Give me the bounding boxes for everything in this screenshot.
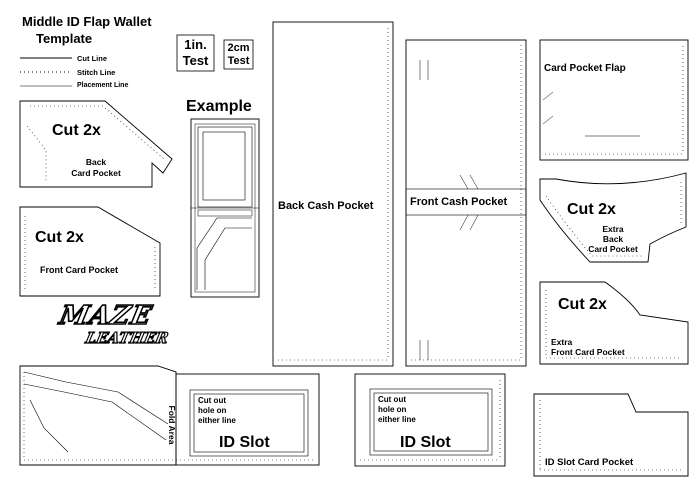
- id-slot-2-label: ID Slot: [400, 434, 451, 451]
- cm-test-line2: Test: [227, 55, 250, 67]
- back-card-line1: Back: [85, 157, 107, 167]
- id-slot-1-note: Cut out hole on either line: [198, 396, 236, 426]
- inch-test-line1: 1in.: [184, 37, 207, 52]
- front-cash-pocket-piece: [405, 39, 527, 367]
- back-card-line2: Card Pocket: [71, 168, 121, 178]
- card-pocket-flap-piece: [539, 39, 689, 161]
- cm-test-line1: 2cm: [227, 42, 250, 54]
- legend-cut-label: Cut Line: [77, 54, 107, 63]
- back-card-label: Back Card Pocket: [60, 157, 132, 179]
- id-slot-2-note3: either line: [378, 415, 416, 424]
- id-slot-card-pocket-piece: [533, 393, 689, 477]
- front-card-pocket-piece: [19, 206, 161, 297]
- id-slot-1-note2: hole on: [198, 406, 227, 415]
- cm-test-label: 2cm Test: [225, 42, 252, 68]
- id-slot-2-note1: Cut out: [378, 395, 406, 404]
- logo-top-text: MAZE: [56, 300, 156, 332]
- extra-back-line1: Extra: [602, 224, 624, 234]
- logo-bottom-text: LEATHER: [83, 328, 170, 347]
- inch-test-line2: Test: [182, 53, 209, 68]
- extra-back-line2: Back: [602, 234, 624, 244]
- extra-front-card-pocket-piece: [539, 281, 689, 365]
- example-label: Example: [186, 98, 252, 115]
- extra-back-label: Extra Back Card Pocket: [578, 224, 648, 254]
- card-flap-label: Card Pocket Flap: [544, 63, 626, 74]
- extra-back-line3: Card Pocket: [588, 244, 638, 254]
- title-line-2: Template: [36, 31, 93, 46]
- maze-leather-logo: MAZE LEATHER: [56, 300, 172, 356]
- id-slot-1-note3: either line: [198, 416, 236, 425]
- id-slot-1-note1: Cut out: [198, 396, 226, 405]
- extra-front-line1: Extra: [551, 337, 573, 347]
- title-line-1: Middle ID Flap Wallet: [22, 14, 152, 29]
- extra-front-label: Extra Front Card Pocket: [551, 337, 625, 357]
- back-cash-pocket-piece: [272, 21, 394, 367]
- id-slot-1-label: ID Slot: [219, 434, 270, 451]
- fold-area-label: Fold Area: [167, 405, 177, 445]
- inch-test-label: 1in. Test: [178, 37, 213, 69]
- id-slot-2-note2: hole on: [378, 405, 407, 414]
- id-slot-card-pocket-label: ID Slot Card Pocket: [545, 457, 634, 468]
- legend-stitch-label: Stitch Line: [77, 68, 116, 77]
- front-card-label: Front Card Pocket: [40, 265, 119, 275]
- extra-front-cut-label: Cut 2x: [558, 296, 607, 313]
- front-card-cut-label: Cut 2x: [35, 229, 84, 246]
- back-card-pocket-piece: [19, 100, 173, 188]
- back-card-cut-label: Cut 2x: [52, 122, 101, 139]
- back-cash-label: Back Cash Pocket: [278, 200, 374, 212]
- cm-test-square: [223, 39, 254, 70]
- id-slot-2-note: Cut out hole on either line: [378, 395, 416, 425]
- front-cash-label: Front Cash Pocket: [410, 196, 508, 208]
- extra-back-cut-label: Cut 2x: [567, 201, 616, 218]
- extra-back-card-pocket-piece: [539, 172, 687, 263]
- id-slot-fold-piece: [19, 365, 320, 466]
- inch-test-square: [176, 34, 215, 72]
- example-wallet-figure: [190, 118, 260, 298]
- id-slot-piece: [354, 373, 506, 467]
- extra-front-line2: Front Card Pocket: [551, 347, 625, 357]
- legend-placement-label: Placement Line: [77, 82, 129, 89]
- page-title: Middle ID Flap Wallet Template: [22, 13, 152, 47]
